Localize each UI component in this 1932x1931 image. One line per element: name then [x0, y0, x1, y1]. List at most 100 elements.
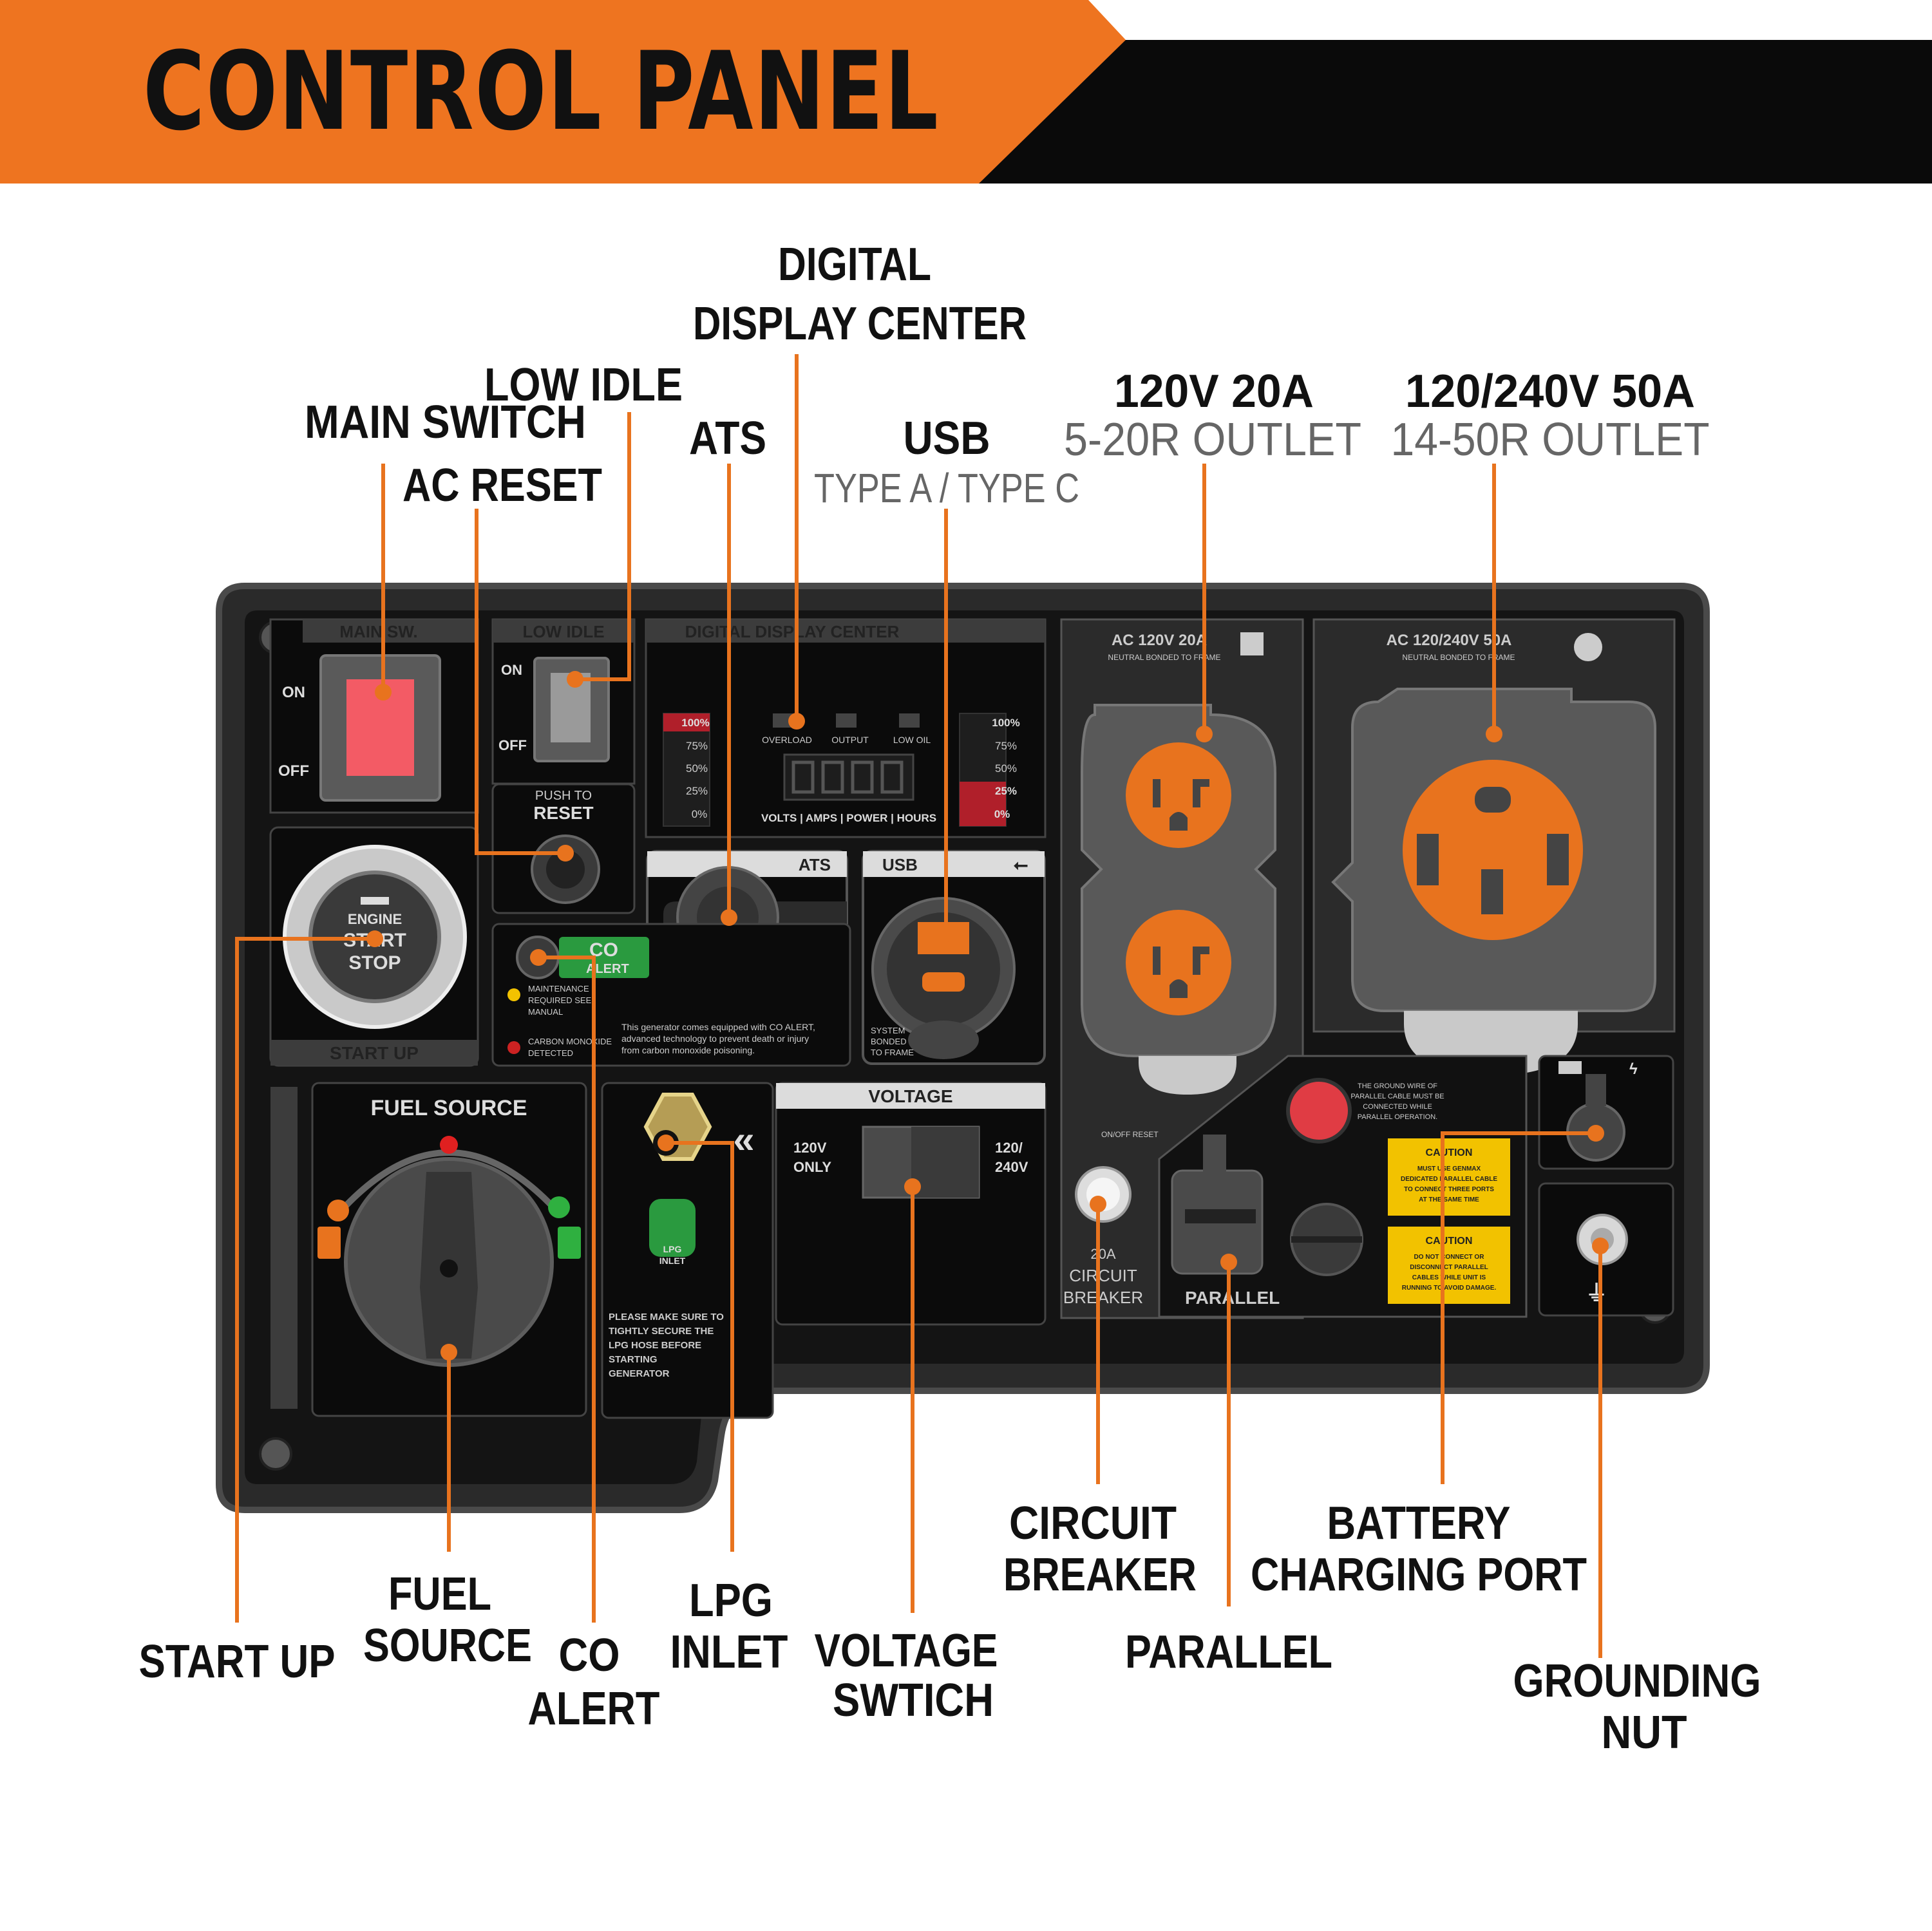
usb-symbol-icon: ⭠ [1014, 854, 1028, 874]
engine-label: ENGINE [348, 911, 402, 927]
lpg-note-3: LPG HOSE BEFORE [609, 1340, 701, 1351]
start-up-plate-label: START UP [330, 1043, 419, 1063]
gauge-left-50: 50% [686, 762, 708, 775]
caution-2-line-4: RUNNING TO AVOID DAMAGE. [1402, 1285, 1497, 1292]
lpg-note-1: PLEASE MAKE SURE TO [609, 1312, 724, 1323]
gauge-right-25: 25% [995, 785, 1017, 797]
chevron-icon: « [733, 1118, 754, 1161]
callout-outlet-20a: 120V 20A [1114, 366, 1314, 417]
neutral-bonded-label-1: NEUTRAL BONDED TO FRAME [1108, 653, 1220, 662]
breaker-circuit-label: CIRCUIT [1069, 1266, 1137, 1285]
co-alert-badge [559, 937, 649, 978]
overload-led [773, 713, 793, 728]
fuel-source-module: FUEL SOURCE [270, 1082, 587, 1417]
system-bonded-2: BONDED [871, 1037, 907, 1046]
lpg-note-2: TIGHTLY SECURE THE [609, 1326, 714, 1337]
co-note-2: advanced technology to prevent death or … [621, 1033, 809, 1044]
callout-battery-line-1: BATTERY [1327, 1498, 1511, 1549]
banner-black-band [921, 40, 1932, 184]
caution-1-line-2: DEDICATED PARALLEL CABLE [1401, 1176, 1497, 1183]
outlet-20a-bottom-receptacle[interactable] [1126, 910, 1231, 1015]
callout-fuel-line-1: FUEL [388, 1568, 491, 1620]
voltage-plate-label: VOLTAGE [868, 1086, 952, 1106]
banner-orange-band [0, 0, 1126, 184]
callout-voltage-line-2: SWTICH [833, 1675, 994, 1726]
co-alert-module: CO ALERT MAINTENANCE REQUIRED SEE MANUAL… [491, 923, 851, 1067]
display-modes-label: VOLTS | AMPS | POWER | HOURS [761, 812, 936, 824]
output-led [836, 713, 857, 728]
alert-badge-label: ALERT [586, 962, 629, 976]
lpg-note-5: GENERATOR [609, 1368, 670, 1379]
callout-lpg-line-1: LPG [689, 1575, 773, 1626]
carbon-line-2: DETECTED [528, 1048, 573, 1058]
callout-usb: USB [904, 413, 990, 464]
usb-type-c-port[interactable] [922, 972, 965, 992]
low-oil-label: LOW OIL [893, 735, 931, 745]
low-idle-off-label: OFF [498, 737, 527, 753]
caution-1-title: CAUTION [1426, 1147, 1473, 1158]
battery-icon [1558, 1061, 1582, 1074]
usb-plate-label: USB [882, 855, 918, 874]
callout-fuel-line-2: SOURCE [363, 1620, 532, 1672]
v120-only-line-1: 120V [793, 1140, 827, 1156]
parallel-red-cap[interactable] [1286, 1078, 1352, 1144]
callout-start-up: START UP [139, 1636, 336, 1688]
gauge-right-75: 75% [995, 740, 1017, 752]
caution-1-line-1: MUST USE GENMAX [1417, 1165, 1481, 1173]
v120-240-line-1: 120/ [995, 1140, 1023, 1156]
page-title: CONTROL PANEL [143, 28, 940, 155]
callout-parallel: PARALLEL [1125, 1626, 1332, 1678]
gauge-left-100: 100% [681, 717, 709, 729]
digital-display-module: DIGITAL DISPLAY CENTER 100% 75% 50% 25% … [645, 618, 1046, 838]
maintenance-line-3: MANUAL [528, 1007, 563, 1017]
gasoline-indicator [327, 1200, 349, 1221]
low-idle-plate-label: LOW IDLE [522, 622, 604, 641]
generator-panel: MAIN SW. ON OFF LOW IDLE ON OFF PUSH TO … [216, 583, 1710, 1513]
co-note-3: from carbon monoxide poisoning. [621, 1045, 755, 1055]
lpg-badge-label: LPG [663, 1244, 682, 1254]
carbon-line-1: CARBON MONOXIDE [528, 1037, 612, 1046]
ground-note-2: PARALLEL CABLE MUST BE [1350, 1093, 1444, 1100]
low-idle-on-label: ON [501, 662, 522, 678]
main-switch-module: MAIN SW. ON OFF [269, 618, 479, 814]
callout-low-idle: LOW IDLE [484, 359, 683, 411]
outlet-50a-receptacle[interactable] [1403, 760, 1583, 940]
lpg-tank-badge [649, 1199, 696, 1257]
caution-1-line-3: TO CONNECT THREE PORTS [1404, 1186, 1494, 1193]
outlet-20a-top-receptacle[interactable] [1126, 742, 1231, 848]
low-oil-led [899, 713, 920, 728]
callout-outlet-50a-sub: 14-50R OUTLET [1391, 414, 1710, 466]
callout-grounding-line-2: NUT [1602, 1707, 1687, 1758]
parallel-panel-label: PARALLEL [1185, 1288, 1280, 1308]
callout-co-line-2: ALERT [528, 1683, 660, 1735]
gauge-right-50: 50% [995, 762, 1017, 775]
ground-note-3: CONNECTED WHILE [1363, 1103, 1432, 1111]
ac-120-20-label: AC 120V 20A [1112, 632, 1207, 649]
lpg-note-4: STARTING [609, 1354, 658, 1365]
callout-outlet-50a: 120/240V 50A [1405, 366, 1695, 417]
ground-note-1: THE GROUND WIRE OF [1358, 1082, 1437, 1090]
usb-module: USB ⭠ SYSTEM BONDED TO FRAME [862, 850, 1046, 1065]
caution-label-1 [1388, 1138, 1510, 1216]
co-note-1: This generator comes equipped with CO AL… [621, 1022, 815, 1032]
on-off-reset-label: ON/OFF RESET [1101, 1130, 1159, 1139]
lpg-indicator [548, 1196, 570, 1218]
ground-symbol-icon: ⏚ [1586, 1281, 1607, 1306]
caution-label-2 [1388, 1227, 1510, 1304]
ats-plate-label: ATS [799, 855, 831, 874]
main-sw-plate-label: MAIN SW. [339, 622, 417, 641]
ground-note-4: PARALLEL OPERATION. [1358, 1113, 1438, 1121]
callout-voltage-line-1: VOLTAGE [815, 1625, 998, 1677]
lpg-tank-icon [558, 1227, 581, 1259]
inlet-badge-label: INLET [659, 1256, 686, 1266]
caution-2-line-1: DO NOT CONNECT OR [1414, 1254, 1485, 1261]
v120-only-line-2: ONLY [793, 1159, 831, 1175]
maintenance-line-2: REQUIRED SEE [528, 995, 592, 1005]
breaker-breaker-label: BREAKER [1063, 1288, 1143, 1307]
push-to-label: PUSH TO [535, 789, 592, 803]
callout-ac-reset: AC RESET [402, 460, 602, 511]
caution-1-line-4: AT THE SAME TIME [1419, 1196, 1479, 1203]
system-bonded-3: TO FRAME [871, 1048, 914, 1057]
outlet-50a-module: AC 120/240V 50A NEUTRAL BONDED TO FRAME [1312, 618, 1676, 1075]
